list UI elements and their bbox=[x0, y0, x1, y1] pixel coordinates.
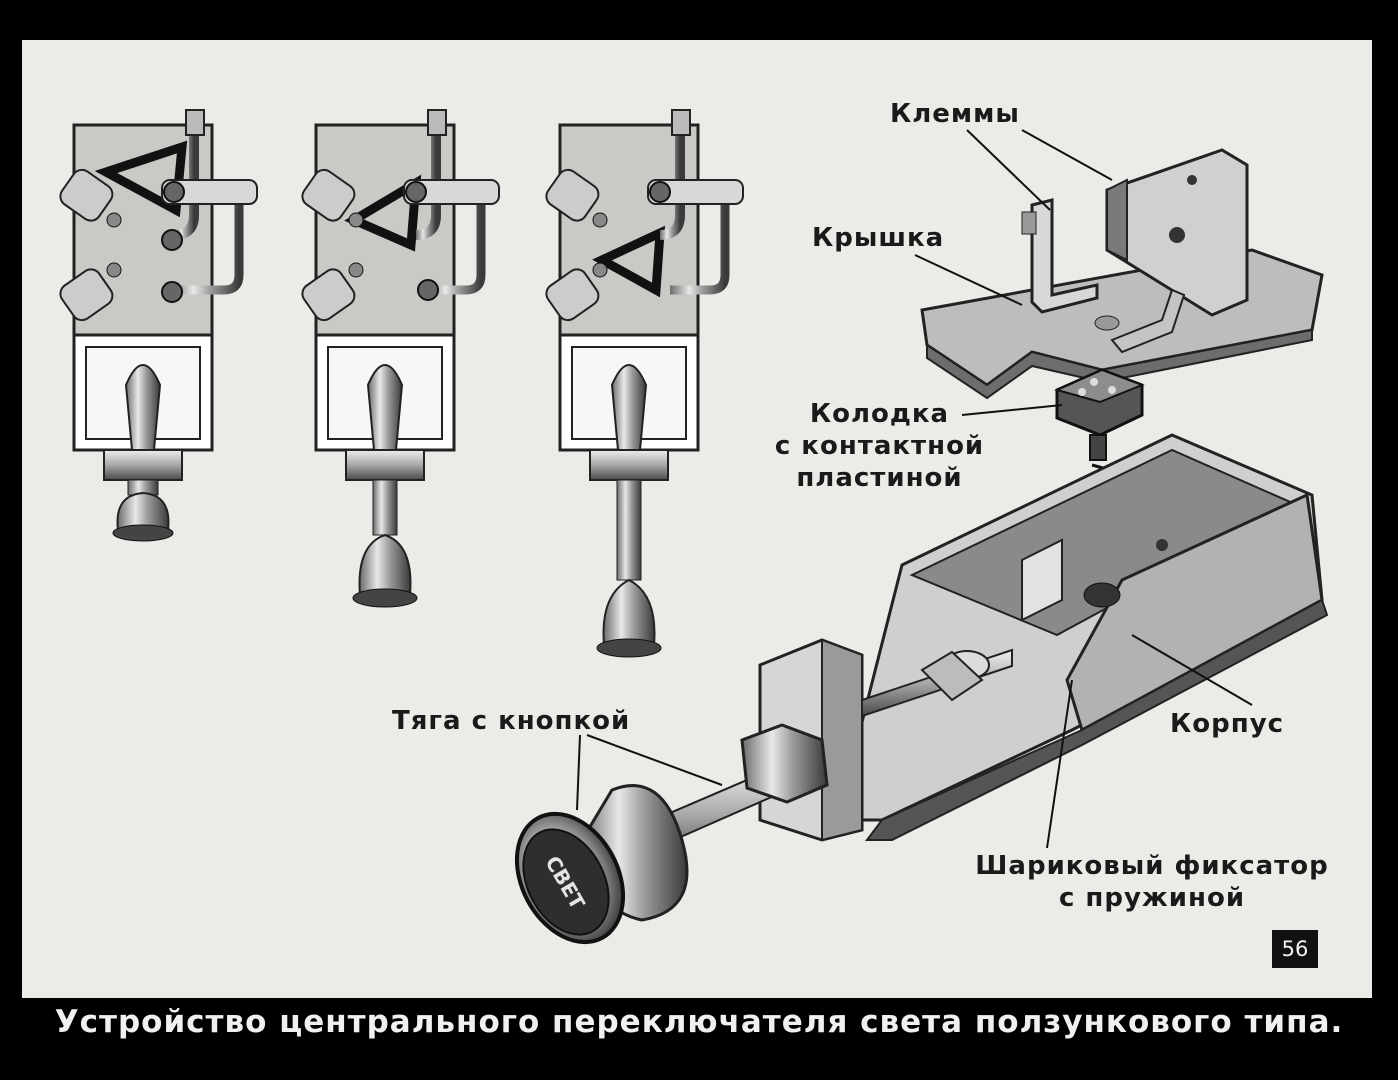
label-ball-detent-line-1: Шариковый фиксатор bbox=[975, 851, 1329, 881]
contact-block bbox=[1054, 368, 1145, 461]
leader-lines bbox=[576, 129, 1253, 849]
label-contact-block-line-3: пластиной bbox=[796, 463, 963, 493]
label-ball-detent: Шариковый фиксатор с пружиной bbox=[962, 850, 1342, 914]
label-cover: Крышка bbox=[812, 223, 945, 253]
rod-with-knob: СВЕТ bbox=[514, 723, 829, 945]
label-rod-with-knob: Тяга с кнопкой bbox=[392, 706, 631, 736]
label-terminals: Клеммы bbox=[890, 99, 1020, 129]
label-contact-block: Колодка с контактной пластиной bbox=[767, 398, 992, 494]
switch-illustration: СВЕТ bbox=[59, 109, 1329, 945]
switch-position-2 bbox=[301, 109, 500, 608]
switch-position-3 bbox=[545, 109, 744, 658]
housing bbox=[758, 433, 1329, 842]
switch-position-1 bbox=[59, 109, 258, 542]
label-contact-block-line-2: с контактной bbox=[774, 431, 985, 461]
label-ball-detent-line-2: с пружиной bbox=[1058, 883, 1246, 913]
label-housing: Корпус bbox=[1170, 709, 1285, 739]
cover-assembly bbox=[920, 148, 1324, 400]
slide-frame: СВЕТ Клеммы Крышка Колодка с контактной … bbox=[22, 40, 1372, 998]
slide-caption: Устройство центрального переключателя св… bbox=[54, 1004, 1344, 1040]
page-number: 56 bbox=[1272, 930, 1318, 968]
label-contact-block-line-1: Колодка bbox=[809, 399, 950, 429]
